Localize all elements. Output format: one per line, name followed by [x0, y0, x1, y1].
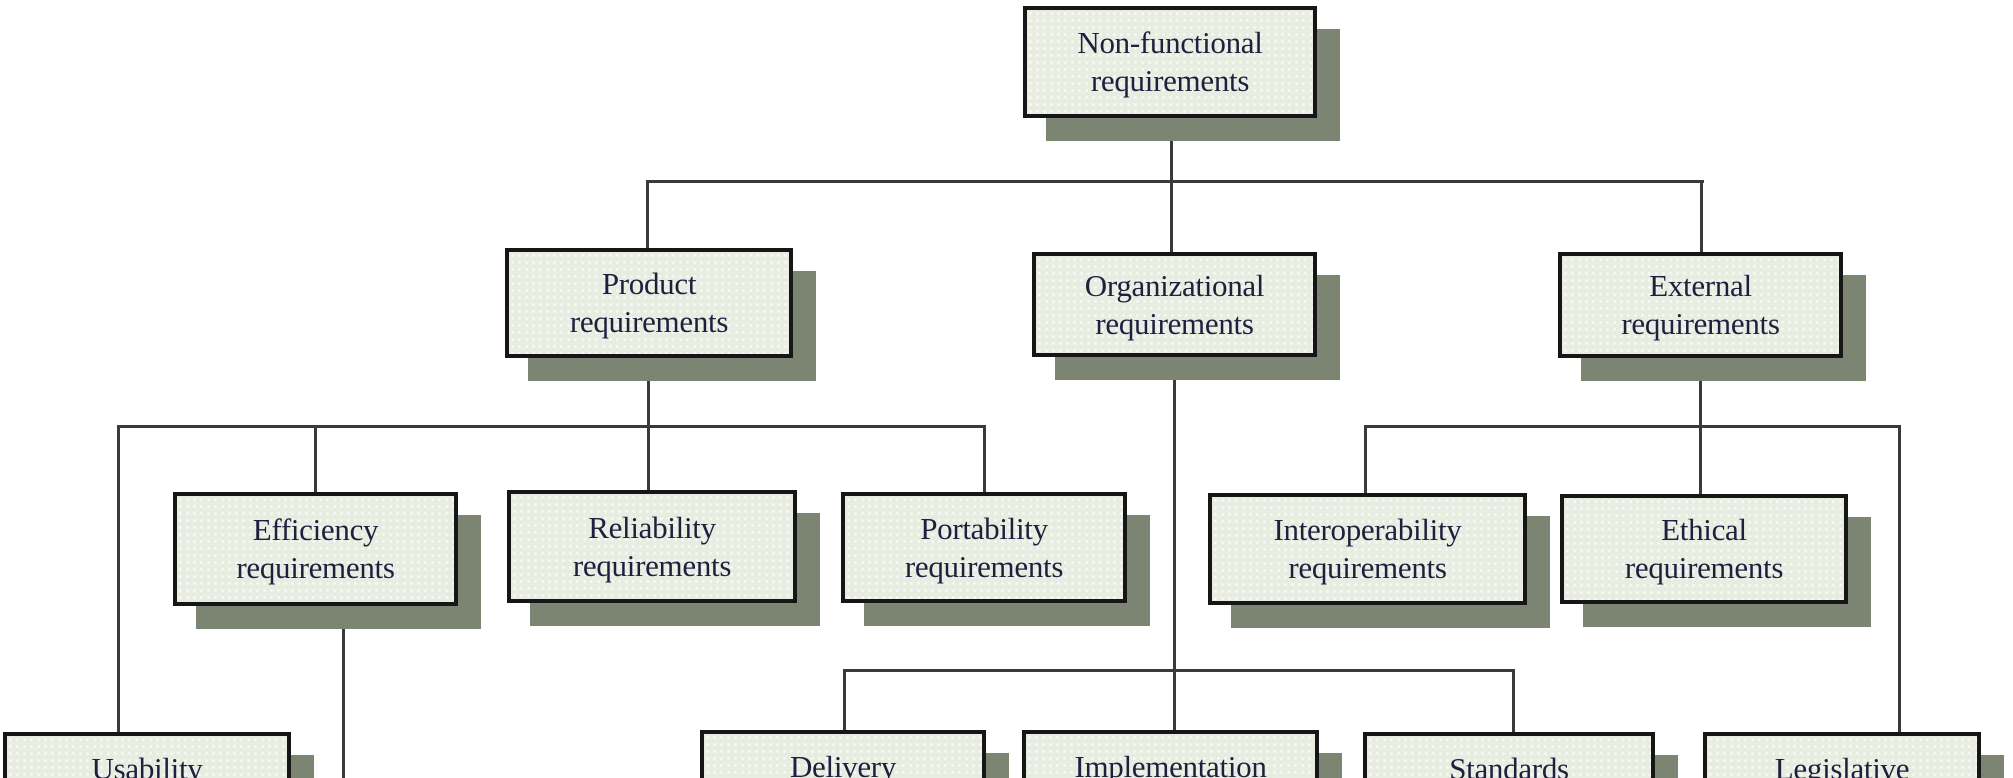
node-label-external: External requirements: [1621, 268, 1780, 341]
node-portability-requirements: Portability requirements: [841, 492, 1127, 603]
node-product-requirements: Product requirements: [505, 248, 793, 358]
node-ethical-requirements: Ethical requirements: [1560, 494, 1848, 604]
node-label-ethical: Ethical requirements: [1624, 512, 1784, 585]
edge-external-stem: [1699, 358, 1702, 428]
node-interoperability-requirements: Interoperability requirements: [1208, 493, 1527, 605]
edge-interoperability-drop: [1364, 425, 1367, 495]
edge-organizational-children-hline: [843, 669, 1515, 672]
node-implementation-requirements: Implementation: [1022, 730, 1319, 778]
edge-external-children-hline: [1364, 425, 1901, 428]
node-label-legislative: Legislative: [1774, 751, 1910, 778]
node-standards-requirements: Standards: [1363, 732, 1655, 778]
node-organizational-requirements: Organizational requirements: [1032, 252, 1317, 357]
node-label-usability: Usability: [91, 751, 203, 778]
node-delivery-requirements: Delivery: [700, 730, 986, 778]
edge-external-drop: [1700, 183, 1703, 252]
edge-efficiency-child-stem: [342, 605, 345, 778]
edge-product-drop: [646, 180, 649, 248]
edge-product-stem: [647, 358, 650, 428]
node-efficiency-requirements: Efficiency requirements: [173, 492, 458, 606]
edge-efficiency-drop: [314, 428, 317, 492]
node-label-portability: Portability requirements: [904, 510, 1064, 584]
node-legislative-requirements: Legislative: [1703, 732, 1981, 778]
node-label-efficiency: Efficiency requirements: [236, 512, 395, 585]
edge-product-children-hline: [117, 425, 986, 428]
node-label-reliability: Reliability requirements: [572, 509, 732, 583]
node-label-delivery: Delivery: [789, 749, 897, 778]
node-non-functional-requirements: Non-functional requirements: [1023, 6, 1317, 118]
edge-root-stem: [1170, 118, 1173, 183]
node-label-organizational: Organizational requirements: [1084, 267, 1265, 341]
node-usability-requirements: Usability: [3, 732, 291, 778]
edge-portability-drop: [983, 428, 986, 493]
node-label-non-functional: Non-functional requirements: [1077, 25, 1263, 98]
node-label-product: Product requirements: [569, 266, 729, 339]
node-label-standards: Standards: [1449, 751, 1569, 778]
edge-level2-hline: [646, 180, 1704, 183]
node-label-interoperability: Interoperability requirements: [1273, 512, 1462, 585]
edge-ethical-drop: [1699, 428, 1702, 494]
edge-implementation-drop: [1173, 672, 1176, 730]
edge-organizational-stem: [1173, 357, 1176, 672]
edge-organizational-drop: [1170, 183, 1173, 252]
node-label-implementation: Implementation: [1074, 749, 1267, 778]
node-reliability-requirements: Reliability requirements: [507, 490, 797, 603]
edge-legislative-drop: [1898, 428, 1901, 732]
edge-usability-drop: [117, 425, 120, 732]
node-external-requirements: External requirements: [1558, 252, 1843, 358]
edge-reliability-drop: [647, 428, 650, 490]
edge-delivery-drop: [843, 669, 846, 730]
edge-standards-drop: [1512, 672, 1515, 732]
